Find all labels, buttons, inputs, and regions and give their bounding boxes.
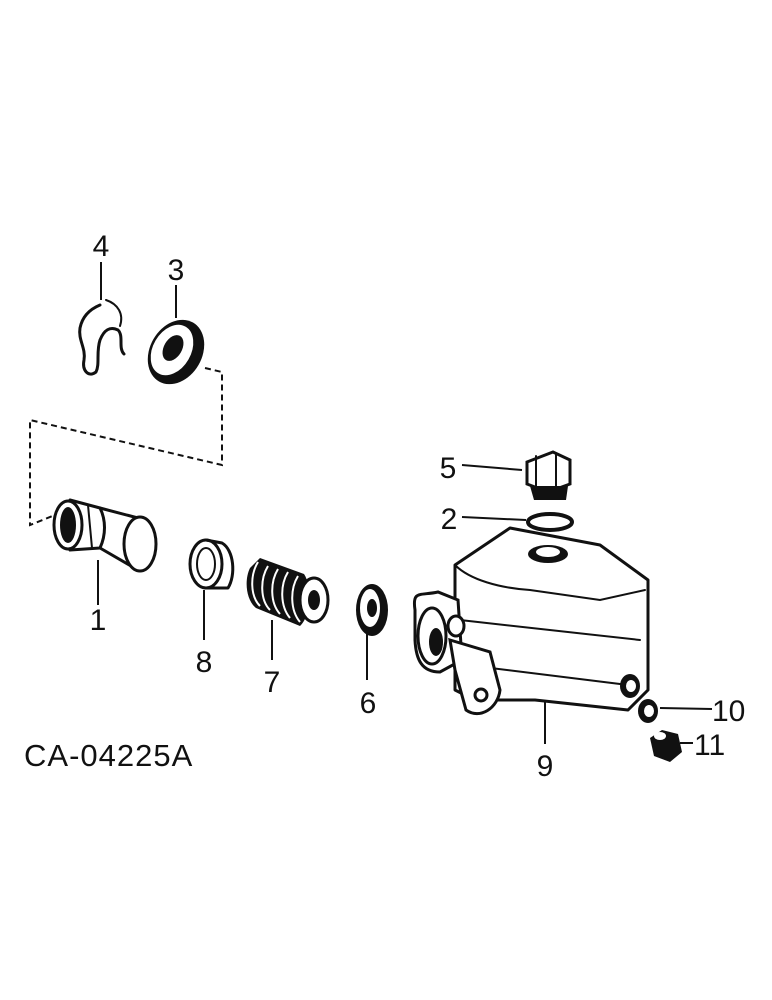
callout-2: 2 [441,503,458,536]
leader-2 [461,516,527,521]
part-4-clip [78,299,126,376]
callout-8: 8 [196,646,213,679]
part-6-washer [356,584,388,636]
part-5-plug [525,450,572,500]
callout-1: 1 [90,604,107,637]
callout-5: 5 [440,452,457,485]
part-9-cylinder-body [412,526,650,716]
part-3-washer [147,319,205,385]
callout-11: 11 [694,729,725,762]
leader-5 [461,464,523,471]
callout-6: 6 [360,687,377,720]
drawing-code: CA-04225A [24,738,193,773]
part-2-gasket [526,512,574,532]
callout-9: 9 [537,750,554,783]
part-10-washer [638,699,658,723]
leader-10 [659,707,713,710]
part-8-cup [188,538,235,590]
callout-3: 3 [168,254,185,287]
assembly-guide-line [29,367,223,527]
callout-4: 4 [93,230,110,263]
callout-7: 7 [264,666,281,699]
part-11-fitting [650,730,682,762]
part-7-spring [246,558,330,626]
callout-10: 10 [712,695,745,728]
part-1-piston [52,498,158,573]
